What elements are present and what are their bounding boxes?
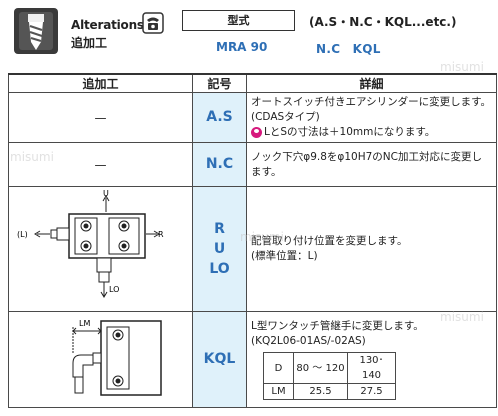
model-code: MRA 90 <box>216 40 268 54</box>
table-header-row: 追加工 記号 詳細 <box>8 73 497 93</box>
fig-label-lm: LM <box>79 319 90 328</box>
code-lo: LO <box>209 261 230 277</box>
lm-dimension-table: D 80 ～ 120 130･140 LM 25.5 27.5 <box>263 352 396 400</box>
sub-table-cell: 130･140 <box>347 352 396 384</box>
header: Alterations 追加工 型式 MRA 90 (A.S・N.C・KQL..… <box>0 0 498 70</box>
code-cell: N.C <box>192 142 247 187</box>
warning-icon <box>251 127 262 138</box>
table-row: LM KQL L型ワンタッチ管継手に変更します。 (KQ2L06-01AS/-0… <box>8 311 497 408</box>
column-header-alteration: 追加工 <box>8 73 193 93</box>
table-row: — A.S オートスイッチ付きエアシリンダーに変更します。(CDASタイプ) L… <box>8 92 497 143</box>
fig-label-l: (L) <box>17 230 28 239</box>
code-cell: KQL <box>192 311 247 408</box>
piping-position-figure: U (L) R LO <box>9 188 191 311</box>
code-cell: R U LO <box>192 186 247 312</box>
model-label: 型式 <box>182 10 295 31</box>
sub-table-cell: 27.5 <box>347 383 396 400</box>
option-codes: N.C KQL <box>316 42 381 56</box>
alterations-title-en: Alterations <box>71 18 144 32</box>
alteration-cell: — <box>8 142 193 187</box>
column-header-detail: 詳細 <box>246 73 497 93</box>
detail-text: L型ワンタッチ管継手に変更します。 <box>251 320 424 332</box>
fig-label-lo: LO <box>109 285 119 294</box>
drill-icon <box>14 8 58 54</box>
sub-table-cell: 80 ～ 120 <box>293 352 348 384</box>
sub-table-row: D 80 ～ 120 130･140 <box>263 352 396 384</box>
detail-cell: L型ワンタッチ管継手に変更します。 (KQ2L06-01AS/-02AS) D … <box>246 311 497 408</box>
detail-text: オートスイッチ付きエアシリンダーに変更します。(CDASタイプ) <box>251 96 492 123</box>
detail-text: 配管取り付け位置を変更します。 <box>251 235 408 247</box>
sub-table-cell: D <box>263 352 294 384</box>
sub-table-cell: 25.5 <box>293 383 348 400</box>
elbow-fitting-figure: LM <box>9 313 191 407</box>
alteration-cell: — <box>8 92 193 143</box>
code-cell: A.S <box>192 92 247 143</box>
fig-label-u: U <box>103 189 109 198</box>
detail-note-text: LとSの寸法は＋10mmになります。 <box>264 126 436 138</box>
alterations-table: 追加工 記号 詳細 — A.S オートスイッチ付きエアシリンダーに変更します。(… <box>8 73 497 408</box>
phone-icon <box>142 12 164 34</box>
detail-sub-text: (標準位置：L) <box>251 250 318 262</box>
detail-cell: ノック下穴φ9.8をφ10H7のNC加工対応に変更します。 <box>246 142 497 187</box>
detail-note: LとSの寸法は＋10mmになります。 <box>251 125 492 140</box>
options-list: (A.S・N.C・KQL...etc.) <box>309 15 457 29</box>
fig-label-r: R <box>158 230 164 239</box>
detail-cell: オートスイッチ付きエアシリンダーに変更します。(CDASタイプ) LとSの寸法は… <box>246 92 497 143</box>
figure-cell: U (L) R LO <box>8 186 193 312</box>
table-row: U (L) R LO R U LO 配管取り付け位置を変更します。 (標準位置：… <box>8 186 497 312</box>
code-u: U <box>213 241 226 257</box>
sub-table-row: LM 25.5 27.5 <box>263 383 396 400</box>
alterations-title-jp: 追加工 <box>71 36 108 50</box>
table-row: — N.C ノック下穴φ9.8をφ10H7のNC加工対応に変更します。 <box>8 142 497 187</box>
detail-cell: 配管取り付け位置を変更します。 (標準位置：L) <box>246 186 497 312</box>
code-r: R <box>214 221 225 237</box>
sub-table-cell: LM <box>263 383 294 400</box>
figure-cell: LM <box>8 311 193 408</box>
detail-sub-text: (KQ2L06-01AS/-02AS) <box>251 335 366 347</box>
column-header-code: 記号 <box>192 73 247 93</box>
